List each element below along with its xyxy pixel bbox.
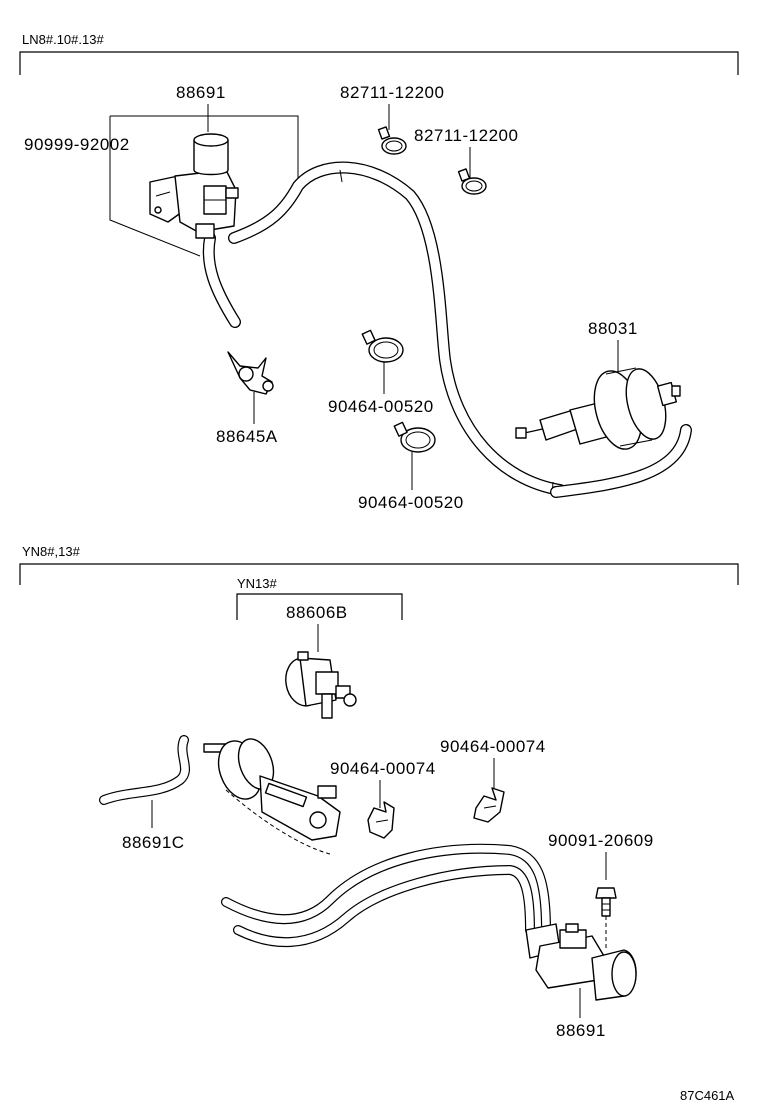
hose-clip-a[interactable] xyxy=(377,126,407,155)
label-bolt-lower[interactable]: 90091-20609 xyxy=(548,831,654,850)
connector-upper[interactable] xyxy=(227,351,274,395)
vsv-lower[interactable] xyxy=(525,923,637,1001)
label-clamp-a[interactable]: 90464-00074 xyxy=(440,737,546,756)
figure-code: 87C461A xyxy=(680,1088,735,1103)
hose-lower[interactable] xyxy=(99,735,190,805)
label-hose-lower[interactable]: 88691C xyxy=(122,833,185,852)
label-vsv-bracket-bolt[interactable]: 90999-92002 xyxy=(24,135,130,154)
section-bracket-upper xyxy=(19,51,739,75)
subsection-bracket-lower xyxy=(236,593,403,620)
bolt-lower[interactable] xyxy=(595,887,617,917)
vacuum-hoses-lower xyxy=(221,843,551,948)
leader-lines-lower xyxy=(151,624,607,1018)
clamp-b[interactable] xyxy=(367,801,395,839)
section-bracket-lower xyxy=(19,563,739,585)
label-vsv-lower[interactable]: 88691 xyxy=(556,1021,606,1040)
label-clip-a[interactable]: 90464-00520 xyxy=(328,397,434,416)
subsection-code-lower: YN13# xyxy=(237,576,278,591)
clamp-a[interactable] xyxy=(473,787,505,823)
label-vacuum-actuator[interactable]: 88031 xyxy=(588,319,638,338)
label-hose-clip-b[interactable]: 82711-12200 xyxy=(414,126,518,145)
label-vsv-upper[interactable]: 88691 xyxy=(176,83,226,102)
hose-clip-b[interactable] xyxy=(457,168,487,195)
short-hose-upper xyxy=(202,232,241,328)
label-clamp-b[interactable]: 90464-00074 xyxy=(330,759,436,778)
label-hose-clip-a[interactable]: 82711-12200 xyxy=(340,83,444,102)
vsv-upper[interactable] xyxy=(149,133,239,239)
label-clip-b[interactable]: 90464-00520 xyxy=(358,493,464,512)
vacuum-hose-upper xyxy=(228,161,692,498)
section-code-upper: LN8#.10#.13# xyxy=(22,32,104,47)
clip-b[interactable] xyxy=(393,421,436,453)
label-connector-upper[interactable]: 88645A xyxy=(216,427,278,446)
leader-lines-upper xyxy=(109,104,619,490)
actuator-assembly-lower[interactable] xyxy=(203,734,341,855)
section-code-lower: YN8#,13# xyxy=(22,544,81,559)
label-actuator-lower[interactable]: 88606B xyxy=(286,603,348,622)
vacuum-actuator[interactable] xyxy=(515,365,681,455)
clip-a[interactable] xyxy=(361,329,404,363)
upper-section: LN8#.10#.13# 88691 90999-92002 82711-122… xyxy=(19,32,739,512)
lower-section: YN8#,13# YN13# 88606B 90464-00074 90464-… xyxy=(19,544,739,1040)
actuator-lower-sub[interactable] xyxy=(282,651,357,719)
